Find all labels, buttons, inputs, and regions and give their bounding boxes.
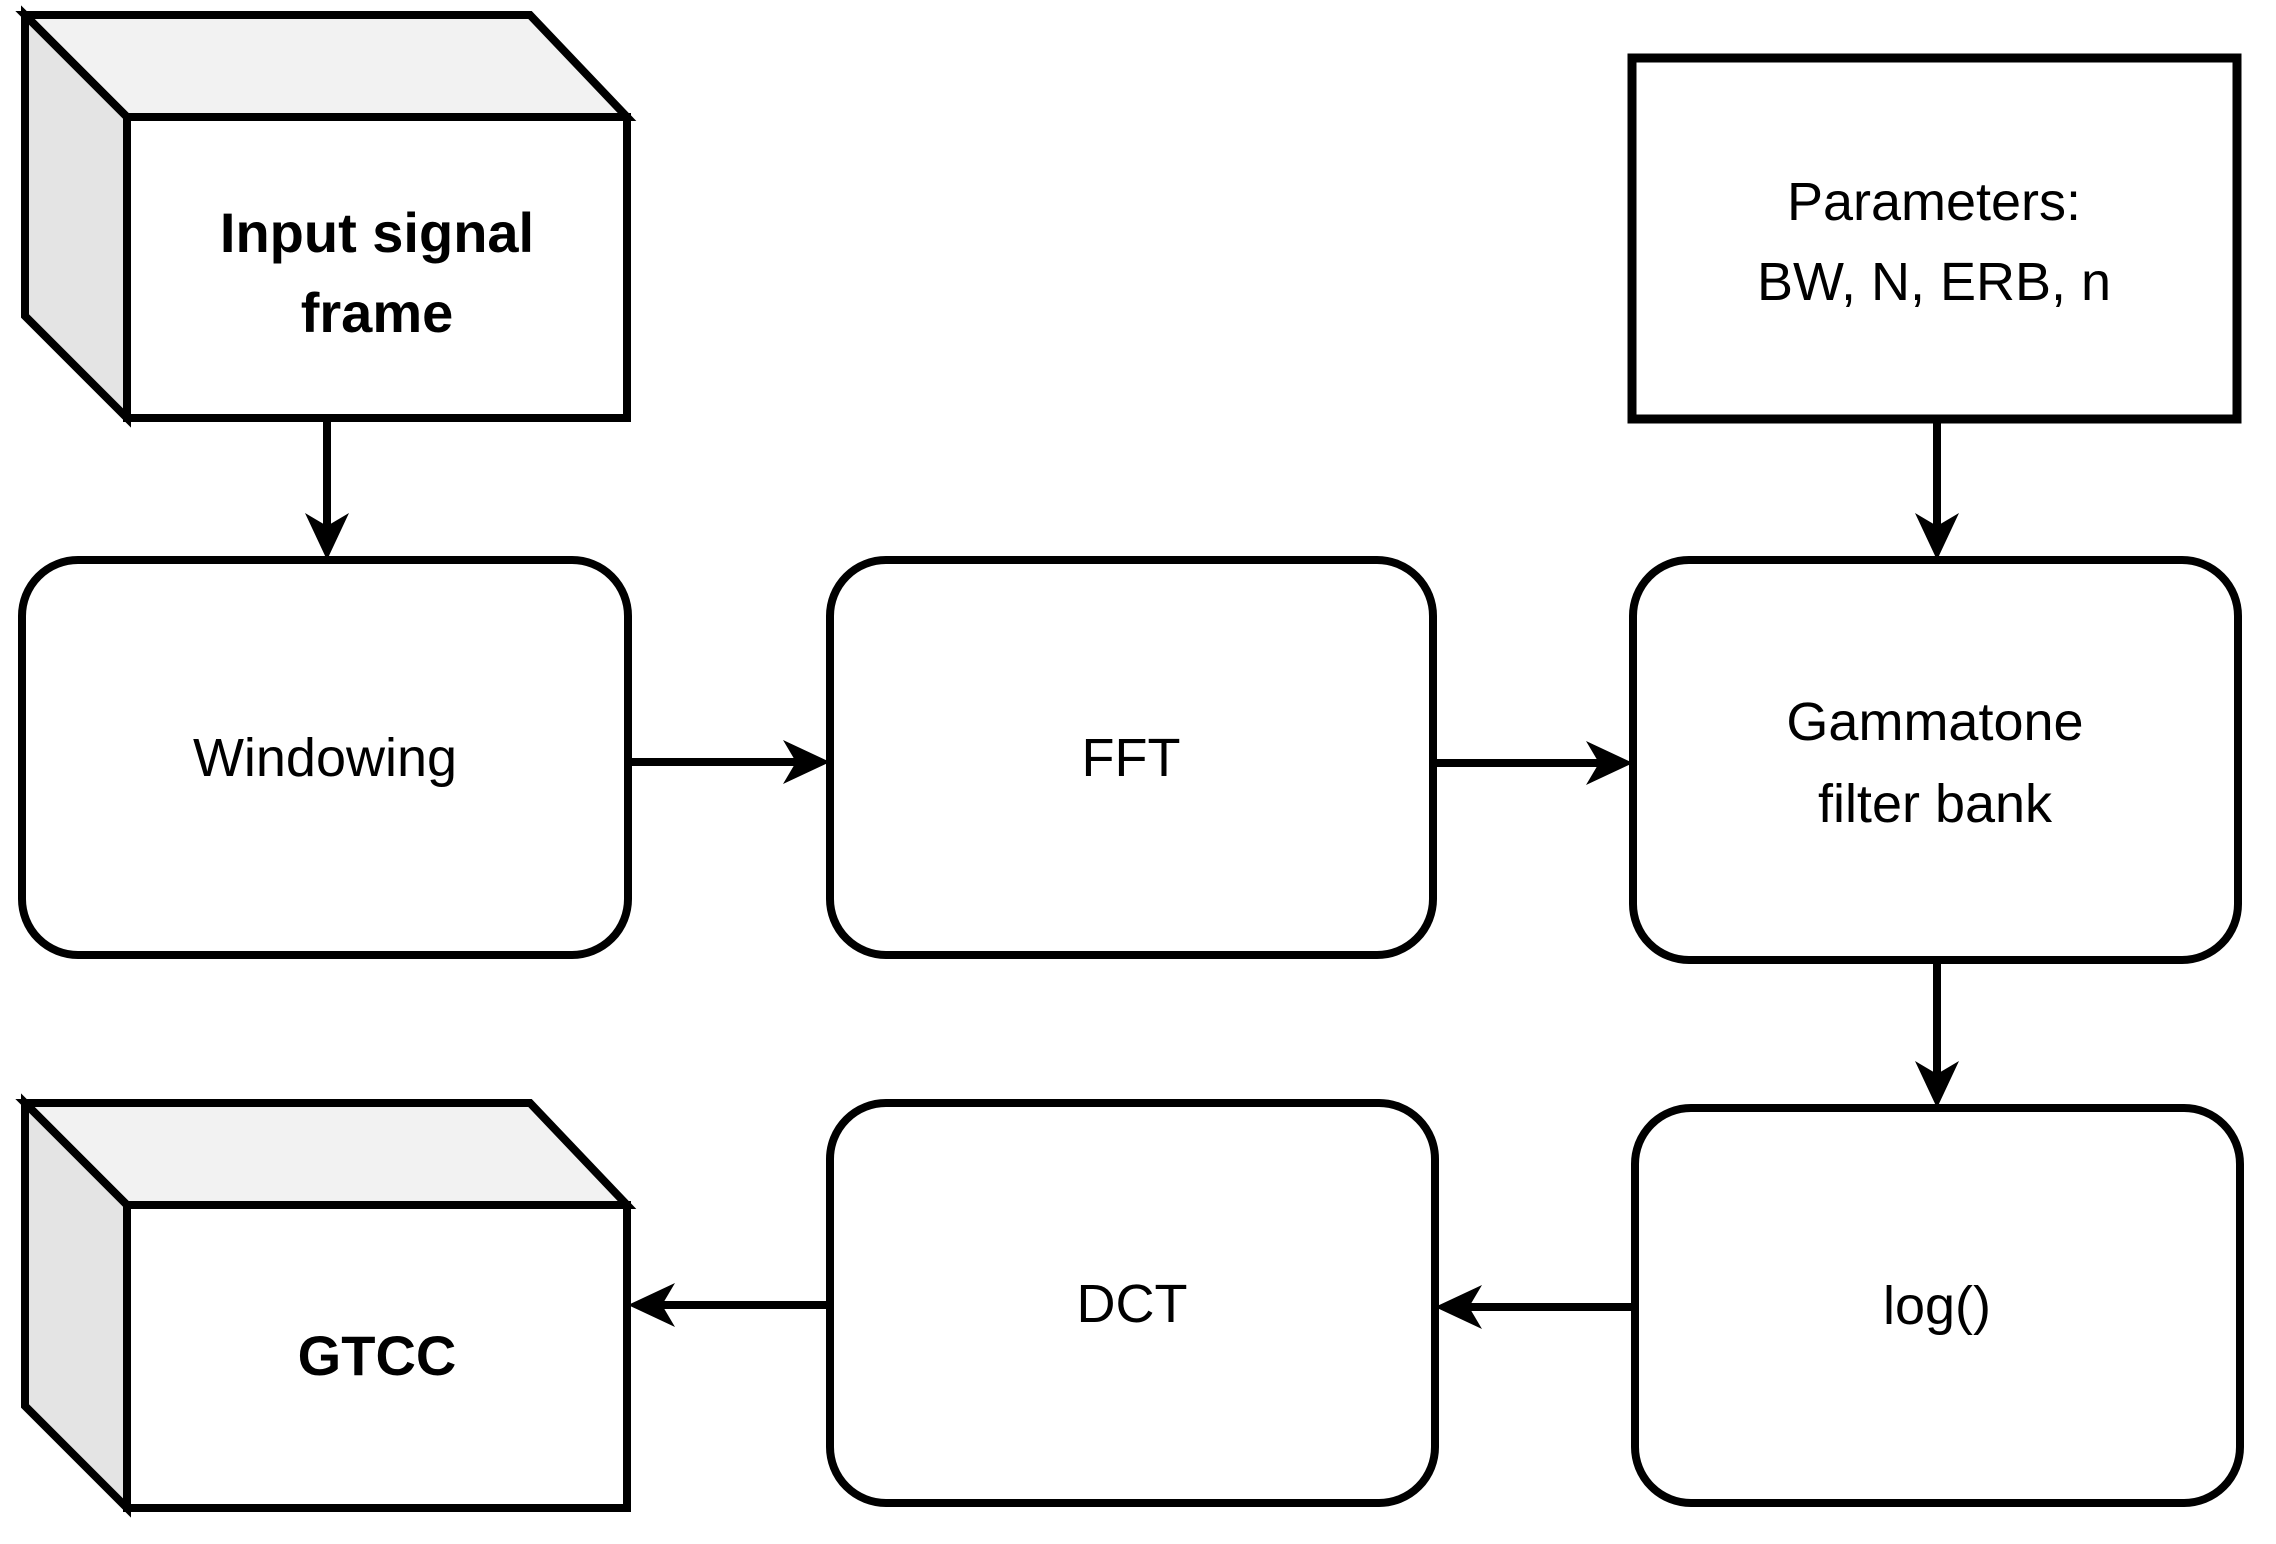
process-box	[1629, 556, 2242, 964]
parameters-box	[1627, 53, 2242, 424]
node-label: log()	[1883, 1276, 1991, 1336]
node-gammatone-filter-bank: Gammatone filter bank	[1629, 556, 2242, 964]
node-label: DCT	[1077, 1274, 1188, 1334]
edge-windowing-to-fft	[628, 740, 830, 784]
node-label: FFT	[1082, 728, 1181, 788]
arrowhead-right	[783, 740, 830, 784]
process-box	[18, 556, 632, 959]
cube-front-face	[123, 113, 631, 422]
node-dct: DCT	[826, 1099, 1439, 1507]
node-fft: FFT	[826, 556, 1437, 959]
node-label: Parameters:	[1787, 172, 2081, 232]
arrowhead-left	[628, 1283, 675, 1327]
node-gtcc: GTCC	[15, 1093, 637, 1518]
edge-input-to-windowing	[305, 419, 349, 560]
cube-front-face	[123, 1201, 631, 1512]
arrowhead-left	[1435, 1285, 1482, 1329]
node-label: Input signal	[220, 201, 534, 264]
edge-gammatone-to-log	[1915, 960, 1959, 1108]
edge-parameters-to-gammatone	[1915, 419, 1959, 560]
arrowhead-down	[305, 513, 349, 560]
node-input-signal-frame: Input signal frame	[15, 5, 637, 428]
edge-log-to-dct	[1435, 1285, 1635, 1329]
arrowhead-down	[1915, 1061, 1959, 1108]
node-windowing: Windowing	[18, 556, 632, 959]
node-label: BW, N, ERB, n	[1757, 252, 2111, 312]
node-label: GTCC	[298, 1324, 457, 1387]
node-label: Gammatone	[1786, 692, 2083, 752]
arrowhead-right	[1586, 741, 1633, 785]
node-label: Windowing	[193, 728, 457, 788]
node-label: filter bank	[1818, 774, 2053, 834]
node-log: log()	[1631, 1104, 2244, 1507]
edge-dct-to-gtcc	[628, 1283, 830, 1327]
arrowhead-down	[1915, 513, 1959, 560]
node-label: frame	[301, 281, 454, 344]
node-parameters: Parameters: BW, N, ERB, n	[1627, 53, 2242, 424]
process-box	[826, 556, 1437, 959]
edge-fft-to-gammatone	[1433, 741, 1633, 785]
